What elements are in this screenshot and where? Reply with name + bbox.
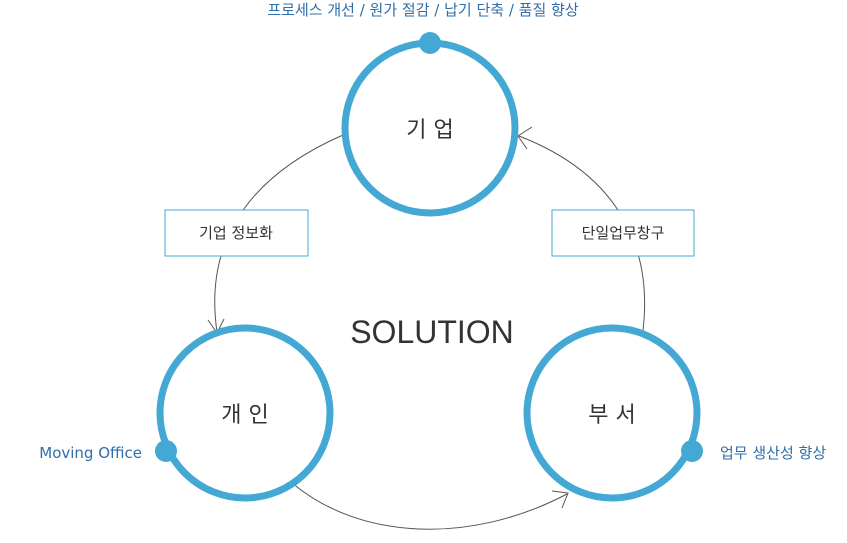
edge-label-box-enterprise-individual xyxy=(164,209,309,257)
outcome-enterprise: 프로세스 개선 / 원가 절감 / 납기 단축 / 품질 향상 xyxy=(267,1,578,19)
enterprise-dot xyxy=(419,32,441,54)
node-individual-label: 개 인 xyxy=(221,403,268,428)
outcome-department: 업무 생산성 향상 xyxy=(720,444,826,462)
department-dot xyxy=(681,440,703,462)
node-department-label: 부 서 xyxy=(588,403,635,428)
node-department-ring xyxy=(523,324,701,502)
center-title: SOLUTION xyxy=(350,314,514,350)
arrowhead-department xyxy=(551,490,569,509)
edge-label-department-enterprise: 단일업무창구 xyxy=(582,224,665,242)
outcome-individual: Moving Office xyxy=(39,444,142,462)
node-enterprise-label: 기 업 xyxy=(406,118,453,143)
individual-dot xyxy=(155,440,177,462)
edge-label-box-department-enterprise xyxy=(551,209,695,257)
edge-label-enterprise-individual: 기업 정보화 xyxy=(199,224,273,242)
node-individual-ring xyxy=(156,324,334,502)
arc-individual-to-department xyxy=(291,482,568,530)
